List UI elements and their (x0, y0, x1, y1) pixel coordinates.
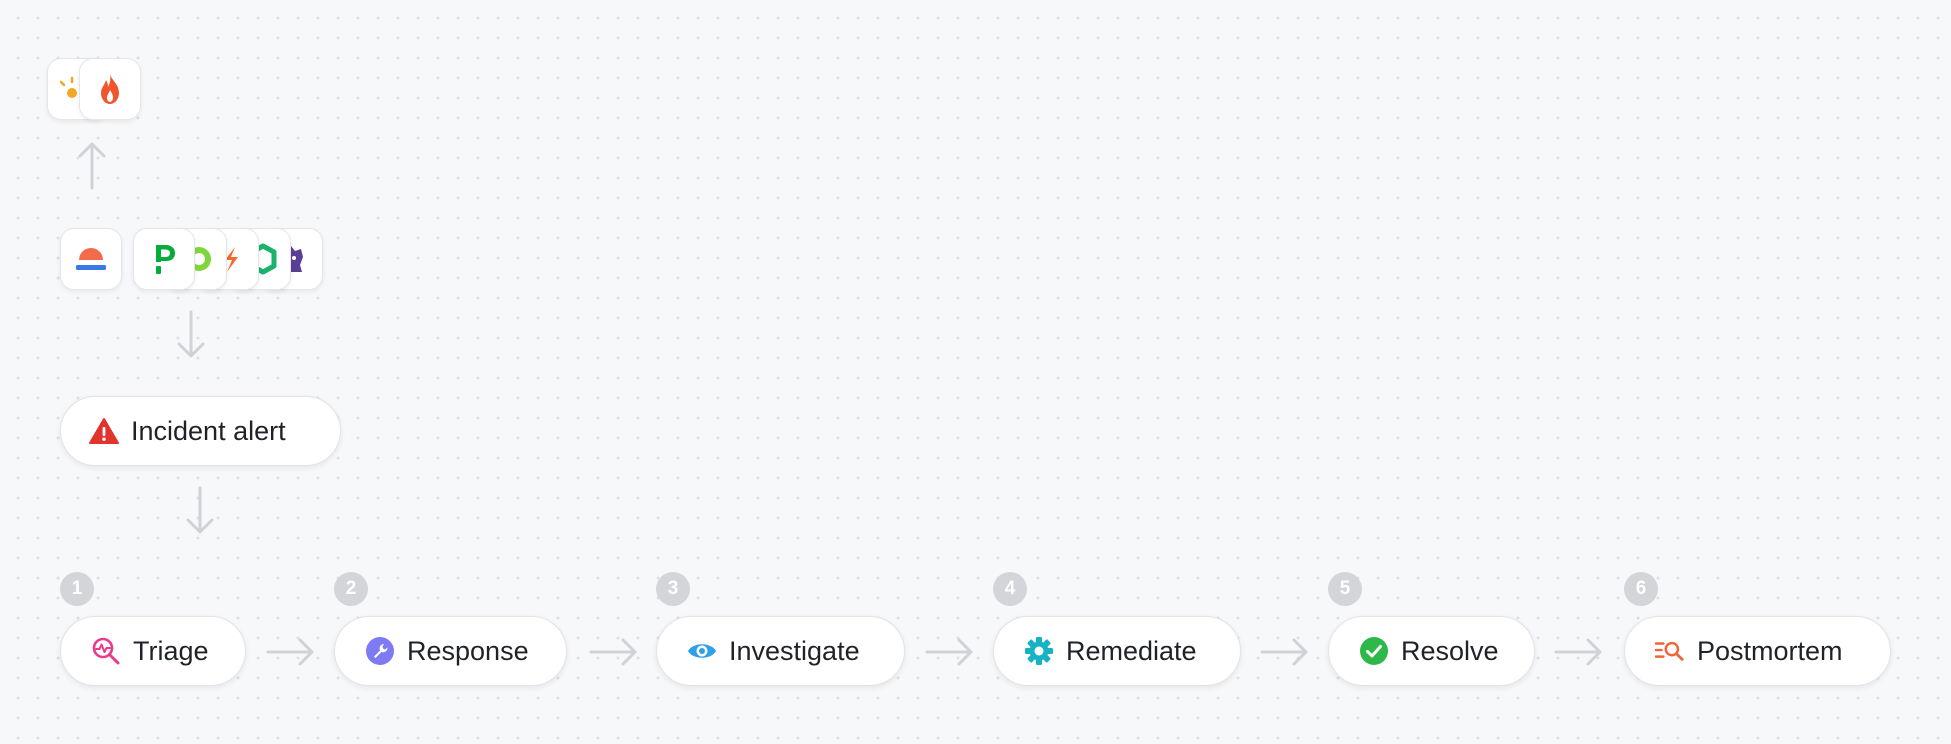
triage-search-icon (91, 636, 121, 666)
monitor-dome-logo-icon (60, 228, 122, 290)
incident-alert-node[interactable]: Incident alert (60, 396, 341, 466)
arrow-right-icon (1554, 638, 1602, 666)
step-number-badge: 5 (1328, 572, 1362, 606)
check-circle-icon (1359, 636, 1389, 666)
step-number-badge: 2 (334, 572, 368, 606)
list-search-icon (1655, 636, 1685, 666)
step-number-badge: 1 (60, 572, 94, 606)
step-investigate[interactable]: Investigate (656, 616, 905, 686)
gear-icon (1024, 636, 1054, 666)
step-response[interactable]: Response (334, 616, 567, 686)
step-label: Response (407, 635, 529, 666)
step-number-badge: 4 (993, 572, 1027, 606)
arrow-down-icon (177, 310, 205, 358)
step-label: Investigate (729, 635, 860, 666)
arrow-down-icon (186, 486, 214, 534)
warning-triangle-icon (89, 416, 119, 446)
step-number-badge: 3 (656, 572, 690, 606)
step-resolve[interactable]: Resolve (1328, 616, 1535, 686)
fire-logo-icon (79, 58, 141, 120)
pagerduty-logo-icon (133, 228, 195, 290)
eye-icon (687, 636, 717, 666)
step-number-badge: 6 (1624, 572, 1658, 606)
wrench-icon (365, 636, 395, 666)
arrow-up-icon (78, 142, 106, 190)
step-label: Remediate (1066, 635, 1197, 666)
arrow-right-icon (925, 638, 973, 666)
step-postmortem[interactable]: Postmortem (1624, 616, 1891, 686)
step-label: Postmortem (1697, 635, 1843, 666)
step-triage[interactable]: Triage (60, 616, 246, 686)
step-remediate[interactable]: Remediate (993, 616, 1241, 686)
arrow-right-icon (589, 638, 637, 666)
arrow-right-icon (1260, 638, 1308, 666)
step-label: Resolve (1401, 635, 1499, 666)
step-label: Triage (133, 635, 209, 666)
incident-alert-label: Incident alert (131, 415, 286, 446)
arrow-right-icon (266, 638, 314, 666)
